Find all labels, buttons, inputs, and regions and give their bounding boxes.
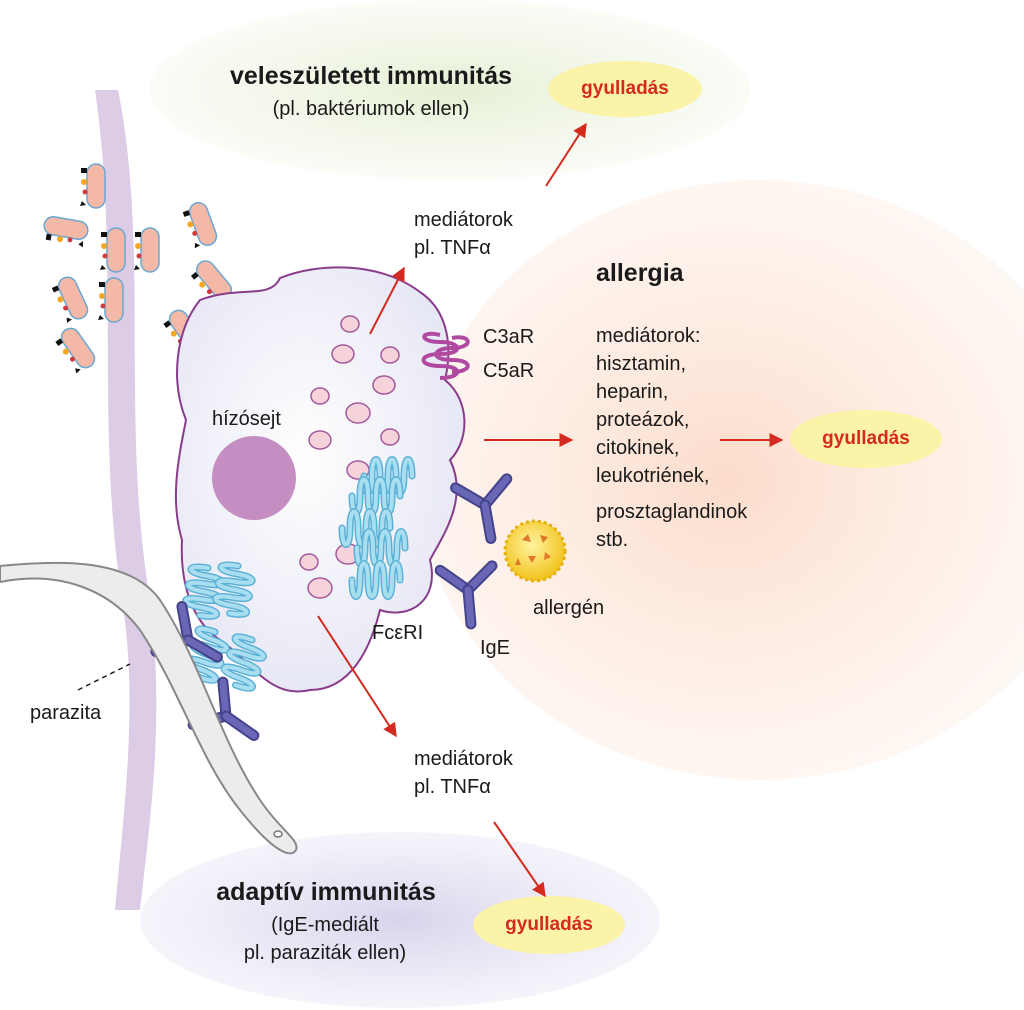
allergy-mediator: prosztaglandinok [596,501,748,523]
allergen-particle [503,519,567,583]
fceri-label: FcεRI [372,622,424,644]
parasite-pointer [77,663,131,691]
allergy-zone [420,180,1024,780]
allergy-mediator: leukotriének, [596,465,710,487]
allergy-mediator: heparin, [596,381,669,403]
mediators-bottom-line2: pl. TNFα [414,776,491,798]
arrows [317,122,784,898]
adaptive-subtitle-line1: (IgE-mediált [271,914,379,936]
innate-subtitle: (pl. baktériumok ellen) [272,98,470,120]
innate-inflammation-bg [548,61,702,117]
mediators-bottom-line1: mediátorok [414,748,513,770]
innate-title: veleszületett immunitás [229,62,513,90]
adaptive-title: adaptív immunitás [216,878,436,906]
mediators-top-line1: mediátorok [414,209,513,231]
allergy-title: allergia [596,259,684,287]
allergy-inflammation: gyulladás [822,428,910,449]
adaptive-zone [140,832,660,1008]
parasite-mouth [273,830,283,838]
mediators-top-line2: pl. TNFα [414,237,491,259]
innate-inflammation: gyulladás [581,78,669,99]
adaptive-inflammation: gyulladás [505,914,593,935]
allergen-label: allergén [533,597,605,619]
allergy-mediator: proteázok, [596,409,690,431]
adaptive-subtitle-line2: pl. paraziták ellen) [243,942,407,964]
allergy-mediator: hisztamin, [596,353,687,375]
nucleus [212,436,296,520]
allergy-mediator: stb. [596,529,629,551]
ige-label: IgE [480,637,511,659]
allergy-mediators-heading: mediátorok: [596,325,701,347]
allergy-mediator: citokinek, [596,437,680,459]
c3ar-label: C3aR [483,326,535,348]
parasite-label: parazita [30,702,102,724]
parasite-body [0,561,298,855]
adaptive-inflammation-bg [473,896,625,954]
blood-vessel [95,90,157,910]
complement-receptors [421,331,470,380]
mast-cell-label: hízósejt [212,408,281,430]
c5ar-label: C5aR [483,360,535,382]
allergy-inflammation-bg [790,410,942,468]
granules [299,315,400,599]
innate-zone [150,0,750,180]
